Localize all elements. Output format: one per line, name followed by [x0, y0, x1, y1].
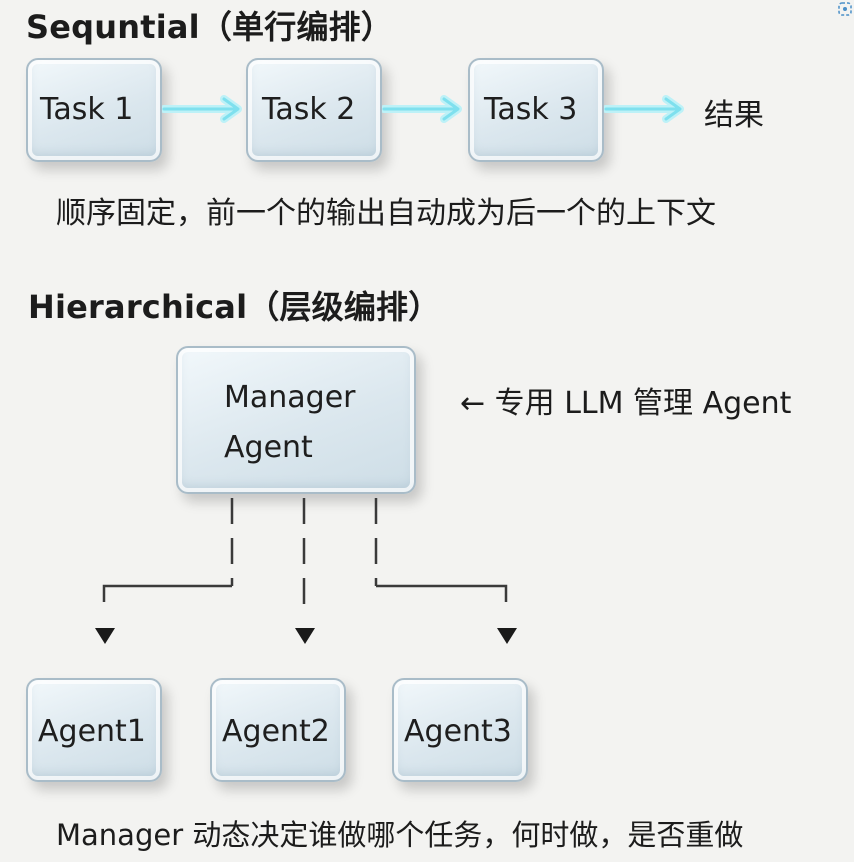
agent-box-3: Agent3	[392, 678, 528, 782]
task-label-3: Task 3	[484, 92, 578, 127]
manager-agent-box: Manager Agent	[176, 346, 416, 494]
task-box-2: Task 2	[246, 58, 382, 162]
manager-label-line2: Agent	[224, 430, 313, 465]
sequential-heading: Sequntial（单行编排）	[26, 8, 394, 46]
hierarchical-heading: Hierarchical（层级编排）	[28, 288, 441, 326]
agent-label-1: Agent1	[38, 714, 146, 749]
down-triangle-icon	[95, 628, 115, 644]
manager-note: ← 专用 LLM 管理 Agent	[460, 386, 792, 421]
agent-box-2: Agent2	[210, 678, 346, 782]
task-label-1: Task 1	[40, 92, 134, 127]
agent-label-3: Agent3	[404, 714, 512, 749]
manager-label-line1: Manager	[224, 380, 356, 415]
connector-lines	[102, 498, 508, 604]
task-label-2: Task 2	[262, 92, 356, 127]
hierarchical-caption: Manager 动态决定谁做哪个任务，何时做，是否重做	[56, 818, 744, 852]
zoom-icon[interactable]	[836, 0, 854, 18]
right-arrow-icon	[604, 95, 684, 123]
result-label: 结果	[704, 98, 764, 133]
right-arrow-icon	[382, 95, 462, 123]
task-box-1: Task 1	[26, 58, 162, 162]
down-triangle-icon	[497, 628, 517, 644]
right-arrow-icon	[162, 95, 242, 123]
task-box-3: Task 3	[468, 58, 604, 162]
agent-box-1: Agent1	[26, 678, 162, 782]
agent-label-2: Agent2	[222, 714, 330, 749]
sequential-caption: 顺序固定，前一个的输出自动成为后一个的上下文	[56, 196, 716, 231]
down-triangle-icon	[295, 628, 315, 644]
